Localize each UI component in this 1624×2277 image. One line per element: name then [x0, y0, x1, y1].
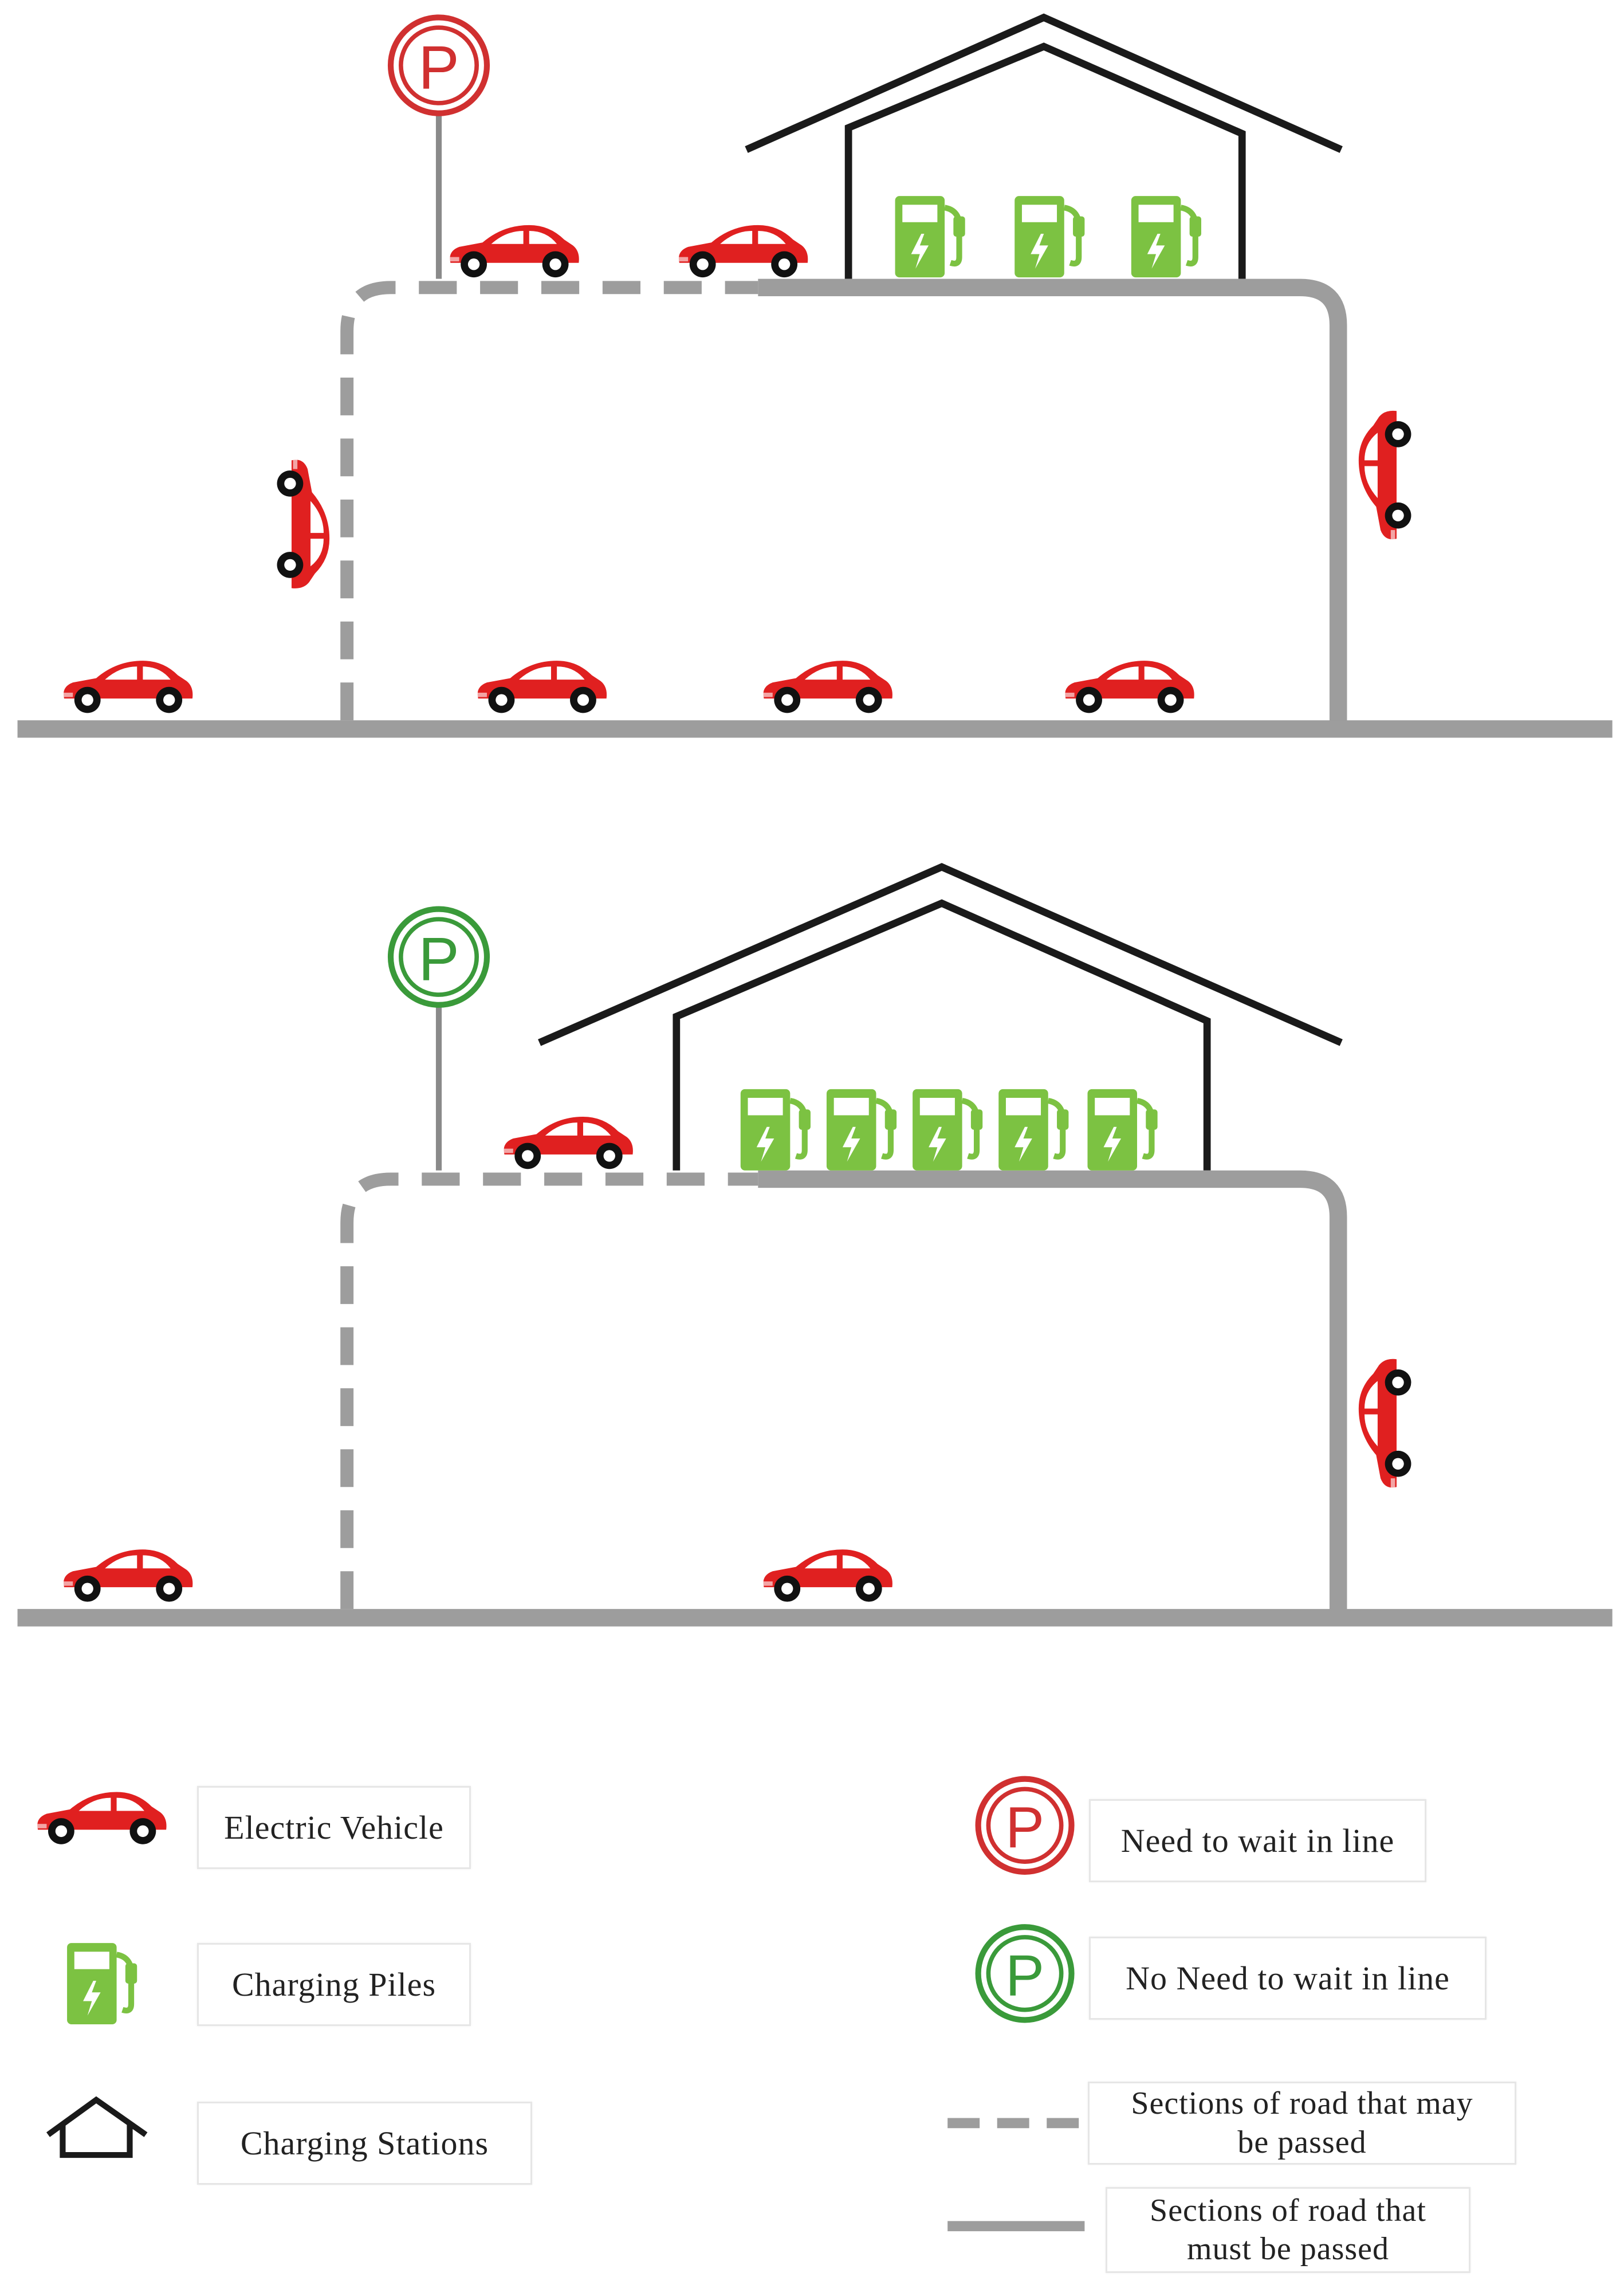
electric-vehicle-icon [501, 1116, 633, 1169]
legend-text-charging-piles: Charging Piles [231, 1965, 437, 2003]
charging-station-walls [844, 42, 1246, 279]
electric-vehicle-icon [61, 1549, 193, 1602]
legend-label-electric-vehicle: Electric Vehicle [197, 1786, 471, 1869]
legend-text-may-pass-line1: Sections of road that may [1131, 2086, 1473, 2122]
charging-pile-icon [913, 1089, 982, 1171]
legend-parking-nowait-icon: P [975, 1924, 1075, 2023]
legend-charging-pile-icon [67, 1943, 137, 2024]
legend-electric-vehicle-icon [35, 1792, 167, 1844]
legend-text-no-wait: No Need to wait in line [1126, 1959, 1450, 1997]
charging-station-walls [673, 899, 1211, 1171]
legend-parking-wait-icon: P [975, 1776, 1075, 1875]
road-may-pass [340, 1172, 758, 1609]
parking-sign-letter: P [1005, 1795, 1044, 1860]
legend-label-may-pass: Sections of road that may be passed [1088, 2082, 1516, 2165]
legend-label-no-wait: No Need to wait in line [1089, 1937, 1487, 2020]
charging-pile-icon [895, 196, 965, 277]
charging-pile-icon [827, 1089, 896, 1171]
charging-pile-icon [998, 1089, 1068, 1171]
legend-label-charging-piles: Charging Piles [197, 1943, 471, 2026]
parking-sign-letter: P [1005, 1943, 1044, 2008]
charging-pile-icon [1014, 196, 1084, 277]
legend-label-must-pass: Sections of road that must be passed [1106, 2187, 1470, 2273]
electric-vehicle-icon [761, 1549, 892, 1602]
legend-label-charging-stations: Charging Stations [197, 2102, 532, 2185]
electric-vehicle-icon [1358, 1359, 1411, 1490]
electric-vehicle-icon [447, 225, 579, 278]
electric-vehicle-icon [475, 661, 607, 713]
electric-vehicle-icon [761, 661, 892, 713]
parking-sign-icon: P [387, 906, 490, 1008]
parking-sign-letter: P [418, 33, 459, 102]
charging-station-roof [745, 13, 1343, 153]
scenario-bottom: P [17, 863, 1613, 1627]
parking-sign-letter: P [418, 925, 459, 994]
legend-label-wait: Need to wait in line [1089, 1799, 1426, 1882]
charging-pile-icon [1131, 196, 1201, 277]
electric-vehicle-icon [277, 457, 330, 588]
road-may-pass [340, 281, 758, 721]
charging-pile-icon [741, 1089, 811, 1171]
legend-icons: P P [35, 1776, 1085, 2232]
road-must-pass [758, 1170, 1347, 1618]
legend-text-wait: Need to wait in line [1120, 1821, 1395, 1859]
electric-vehicle-icon [61, 661, 193, 713]
electric-vehicle-icon [676, 225, 808, 278]
legend-charging-station-icon [46, 2096, 148, 2158]
legend-text-electric-vehicle: Electric Vehicle [224, 1808, 444, 1846]
charging-station-roof [538, 863, 1343, 1046]
legend-text-charging-stations: Charging Stations [240, 2124, 489, 2162]
scenario-top: P [17, 13, 1613, 738]
road-must-pass [758, 278, 1347, 729]
legend-text-must-pass-line2: must be passed [1186, 2231, 1390, 2267]
electric-vehicle-icon [1063, 661, 1194, 713]
parking-sign-icon: P [387, 14, 490, 116]
legend-text-must-pass-line1: Sections of road that [1150, 2192, 1426, 2228]
legend-text-may-pass-line2: be passed [1237, 2124, 1367, 2160]
electric-vehicle-icon [1358, 410, 1411, 542]
charging-pile-icon [1087, 1089, 1157, 1171]
